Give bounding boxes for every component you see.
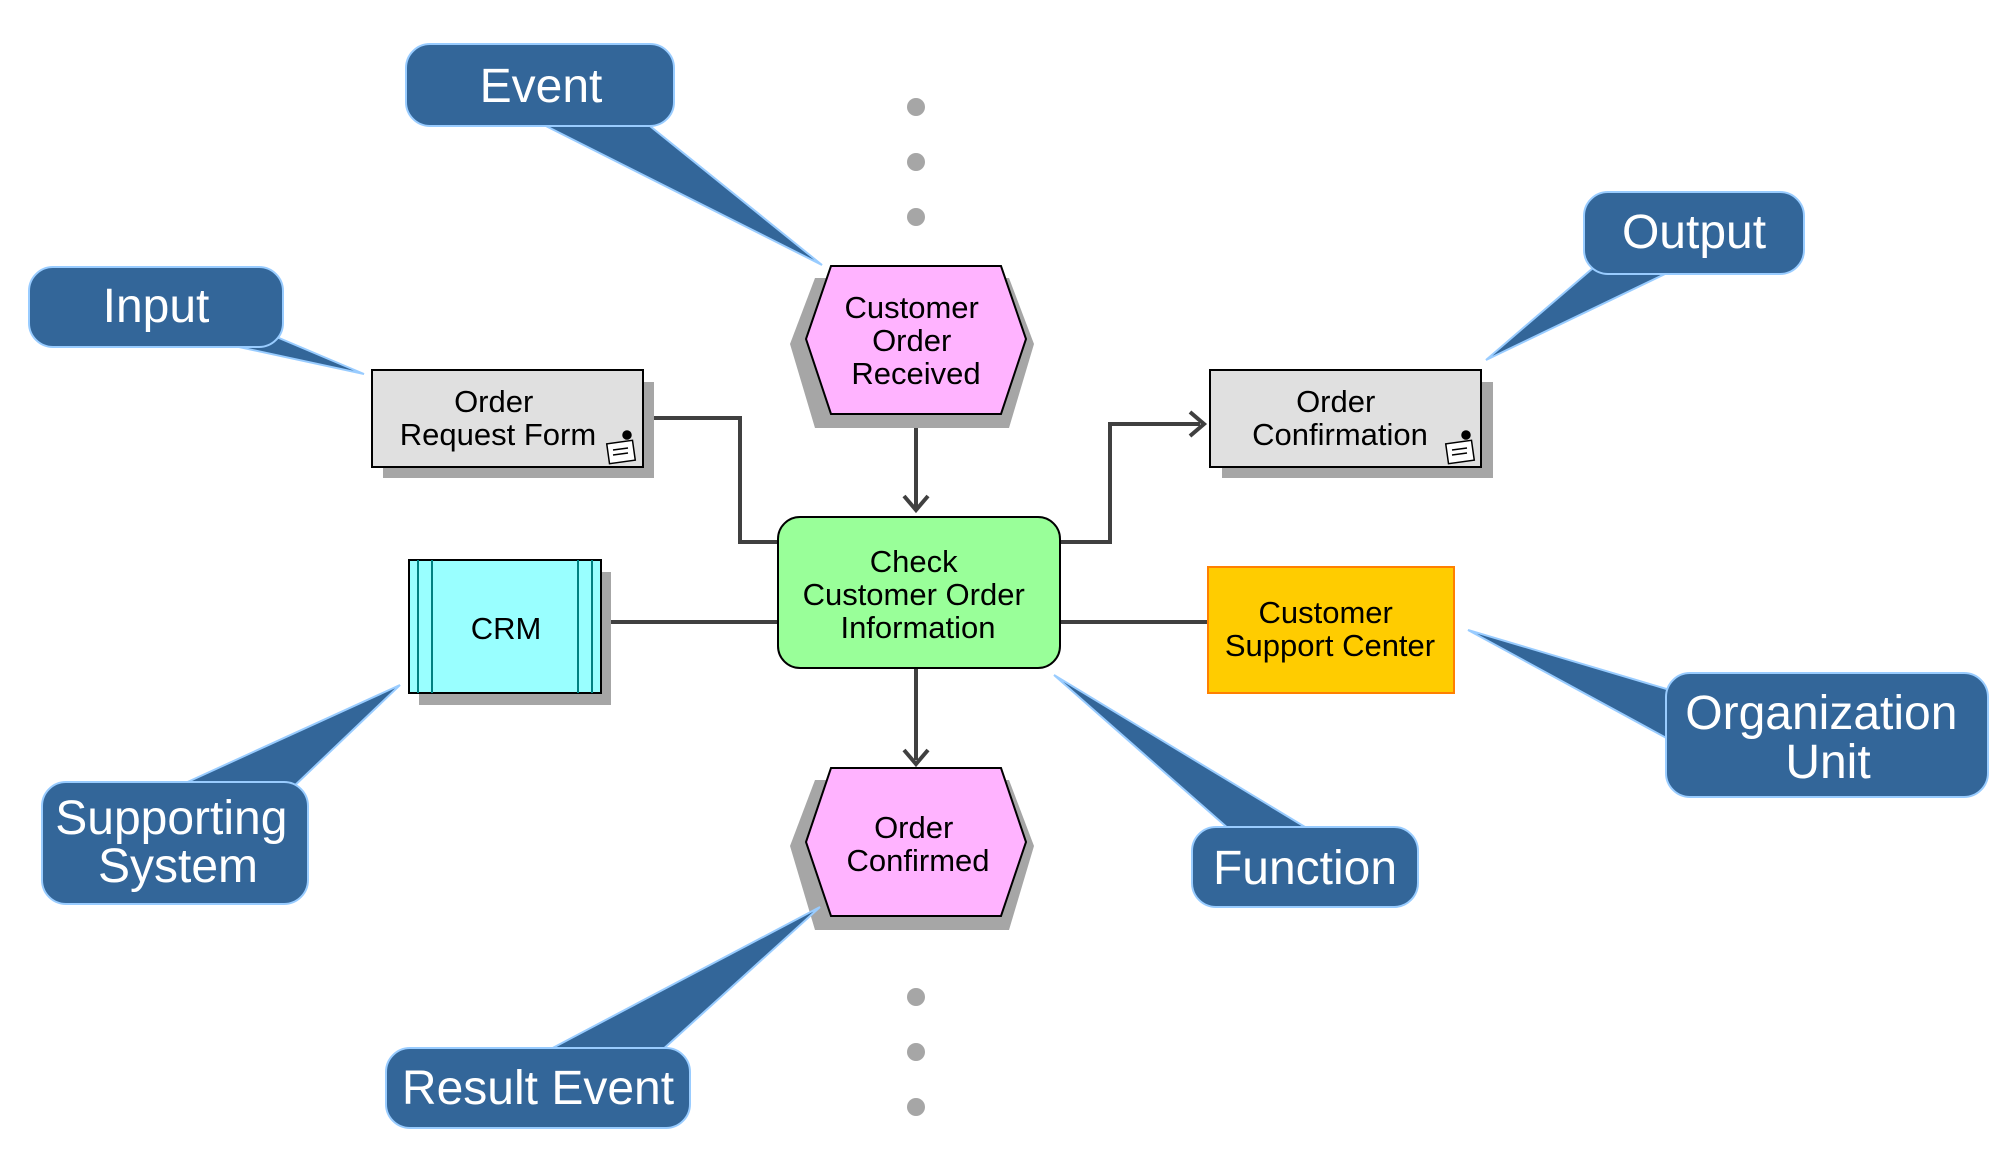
- hexagon-shape: [804, 767, 1028, 917]
- callout-event: Event: [405, 43, 823, 266]
- document-shape: [371, 369, 644, 468]
- svg-text:Result Event: Result Event: [402, 1062, 674, 1115]
- svg-text:Customer Order Rec: Customer Order Received: [845, 290, 988, 391]
- ellipsis-dot: [907, 153, 925, 171]
- document-icon: [1444, 430, 1476, 465]
- node-label-line: Check: [870, 544, 958, 579]
- ellipsis-dot: [907, 988, 925, 1006]
- ellipsis-top: [907, 98, 925, 226]
- svg-text:Input: Input: [103, 280, 210, 333]
- callout-label-line: Result Event: [402, 1062, 674, 1115]
- svg-text:Function: Function: [1213, 842, 1397, 895]
- document-icon: [605, 430, 637, 465]
- output-order-confirmation: Order Confirmation: [1209, 369, 1493, 478]
- callout-function: Function: [1053, 674, 1419, 908]
- connector-input-to-function: [653, 416, 778, 544]
- callout-tail: [544, 906, 821, 1053]
- callout-bubble: [405, 43, 675, 127]
- callout-tail: [529, 117, 823, 266]
- svg-text:Organization Unit: Organization Unit: [1685, 687, 1971, 789]
- callout-label-line: Event: [480, 60, 603, 113]
- node-label-line: Customer Order: [803, 577, 1025, 612]
- node-label-line: Support Center: [1225, 628, 1435, 663]
- event-order-confirmed: Order Confirmed: [790, 767, 1034, 930]
- node-label-line: Confirmed: [847, 843, 990, 878]
- ellipsis-bottom: [907, 988, 925, 1116]
- node-label-line: Confirmation: [1252, 417, 1428, 452]
- node-label-line: Order: [454, 384, 533, 419]
- system-border-lines: [417, 560, 593, 693]
- callout-output: Output: [1485, 191, 1805, 361]
- node-label-line: Order: [1296, 384, 1375, 419]
- callout-label-line: Organization: [1685, 687, 1957, 740]
- node-label-line: Request Form: [400, 417, 596, 452]
- connector-function-to-output: [1060, 422, 1200, 544]
- node-label-line: Received: [851, 356, 980, 391]
- callout-result-event: Result Event: [385, 906, 821, 1129]
- svg-text:CRM: CRM: [471, 611, 542, 646]
- callout-bubble: [1665, 672, 1989, 798]
- function-check-customer-order-information: Check Customer Order Information: [777, 516, 1061, 669]
- svg-text:Order Request Form: Order Request Form: [400, 384, 596, 452]
- function-shape: [777, 516, 1061, 669]
- callout-organization-unit: Organization Unit: [1467, 629, 1989, 798]
- svg-text:Customer Support Center: Customer Support Center: [1225, 595, 1435, 663]
- callout-bubble: [385, 1047, 691, 1129]
- svg-text:Supporting System: Supporting System: [55, 792, 301, 893]
- node-label-line: CRM: [471, 611, 542, 646]
- callout-tail: [1053, 674, 1314, 831]
- callout-bubble: [1191, 826, 1419, 908]
- system-crm: CRM: [408, 559, 611, 705]
- callout-tail: [169, 684, 401, 791]
- callout-label-line: Function: [1213, 842, 1397, 895]
- node-label-line: Customer: [1259, 595, 1393, 630]
- callout-bubble: [1583, 191, 1805, 275]
- ellipsis-dot: [907, 1043, 925, 1061]
- connectors: [610, 410, 1208, 768]
- org-unit-customer-support-center: Customer Support Center: [1207, 566, 1455, 694]
- callout-bubble: [41, 781, 309, 905]
- callout-supporting-system: Supporting System: [41, 684, 401, 905]
- callout-label-line: System: [98, 840, 258, 893]
- node-label-line: Customer: [845, 290, 979, 325]
- system-shape: [408, 559, 602, 694]
- input-order-request-form: Order Request Form: [371, 369, 654, 478]
- arrowhead-function-to-result: [902, 748, 930, 768]
- event-customer-order-received: Customer Order Received: [790, 265, 1034, 428]
- arrowhead-function-to-output: [1188, 410, 1208, 438]
- ellipsis-dot: [907, 98, 925, 116]
- node-label-line: Order: [872, 323, 951, 358]
- callout-bubble: [28, 266, 284, 348]
- callout-label-line: Supporting: [55, 792, 287, 845]
- svg-text:Check Customer Order: Check Customer Order Information: [803, 544, 1034, 645]
- org-unit-shape: [1207, 566, 1455, 694]
- arrowhead-event-to-function: [902, 494, 930, 514]
- node-label-line: Information: [840, 610, 995, 645]
- callout-label-line: Input: [103, 280, 210, 333]
- hexagon-shape: [804, 265, 1028, 415]
- svg-text:Order Confirmation: Order Confirmation: [1252, 384, 1428, 452]
- ellipsis-dot: [907, 208, 925, 226]
- callout-label-line: Output: [1622, 206, 1766, 259]
- svg-text:Order Confirmed: Order Confirmed: [847, 810, 990, 878]
- callout-tail: [1467, 629, 1671, 742]
- callout-input: Input: [28, 266, 365, 375]
- ellipsis-dot: [907, 1098, 925, 1116]
- node-label-line: Order: [874, 810, 953, 845]
- svg-text:Output: Output: [1622, 206, 1766, 259]
- document-shape: [1209, 369, 1482, 468]
- callout-tail: [1485, 261, 1691, 361]
- svg-text:Event: Event: [480, 60, 603, 113]
- callout-label-line: Unit: [1785, 736, 1870, 789]
